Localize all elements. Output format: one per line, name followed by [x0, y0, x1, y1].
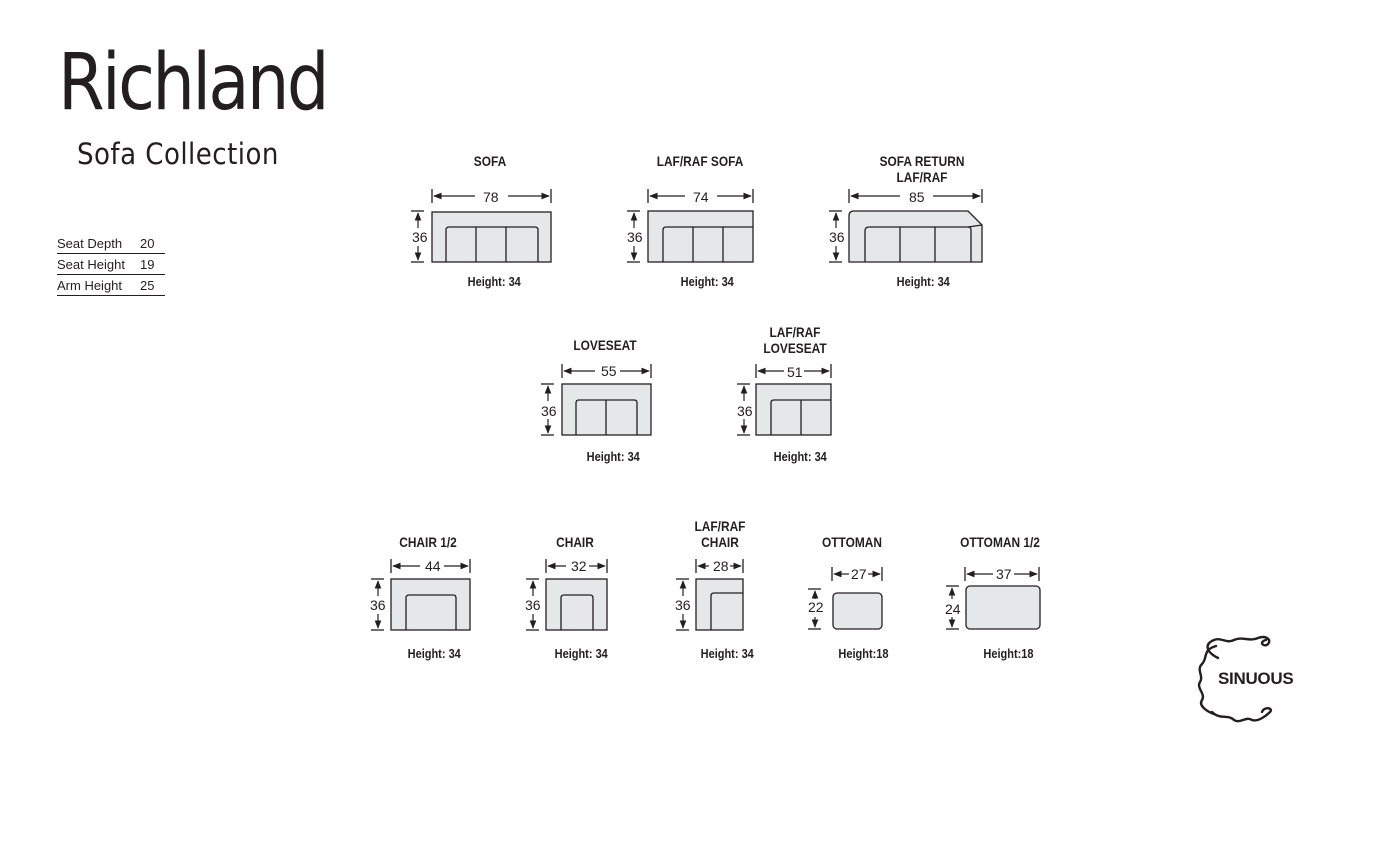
laf-raf-chair-width: 28 [712, 558, 730, 574]
chair-title: CHAIR [556, 534, 594, 550]
chair-depth: 36 [525, 597, 541, 613]
laf-raf-sofa-title: LAF/RAF SOFA [656, 153, 744, 169]
loveseat-width: 55 [600, 363, 618, 379]
laf-raf-sofa-height: Height: 34 [680, 275, 734, 289]
laf-raf-sofa-diagram [627, 189, 754, 263]
spec-table: Seat Depth 20 Seat Height 19 Arm Height … [57, 234, 165, 297]
sofa-diagram [411, 189, 552, 263]
loveseat-depth: 36 [541, 403, 557, 419]
spec-value: 25 [140, 278, 155, 293]
chair-width: 32 [570, 558, 588, 574]
sofa-return-height: Height: 34 [896, 275, 950, 289]
laf-raf-chair-title-line2: CHAIR [701, 534, 739, 550]
ottoman-half-depth: 24 [945, 601, 961, 617]
sofa-depth: 36 [412, 229, 428, 245]
ottoman-half-height: Height:18 [983, 647, 1034, 661]
chair-half-height: Height: 34 [407, 647, 461, 661]
chair-half-title: CHAIR 1/2 [399, 534, 457, 550]
ottoman-title: OTTOMAN [822, 534, 882, 550]
laf-raf-sofa-depth: 36 [627, 229, 643, 245]
sofa-return-diagram [829, 189, 983, 263]
ottoman-half-diagram [946, 567, 1041, 630]
laf-raf-loveseat-title-line1: LAF/RAF [769, 324, 821, 340]
sofa-height: Height: 34 [467, 275, 521, 289]
spec-label: Seat Depth [57, 236, 123, 251]
laf-raf-loveseat-title: LAF/RAF LOVESEAT [761, 324, 829, 356]
spec-label: Seat Height [57, 257, 125, 272]
laf-raf-chair-depth: 36 [675, 597, 691, 613]
sofa-width: 78 [482, 189, 500, 205]
sofa-title: SOFA [473, 153, 507, 169]
sinuous-spring-logo-icon [1197, 635, 1273, 723]
laf-raf-chair-title: LAF/RAF CHAIR [690, 518, 750, 550]
chair-half-width: 44 [424, 558, 442, 574]
laf-raf-loveseat-height: Height: 34 [773, 450, 827, 464]
loveseat-diagram [541, 364, 652, 436]
sofa-return-depth: 36 [829, 229, 845, 245]
chair-diagram [526, 559, 608, 631]
sofa-return-title-line2: LAF/RAF [896, 169, 948, 185]
loveseat-title: LOVESEAT [573, 337, 637, 353]
sinuous-logo-text: SINUOUS [1218, 669, 1294, 688]
brand-title: Richland [58, 38, 329, 128]
ottoman-half-width: 37 [995, 566, 1013, 582]
ottoman-half-title: OTTOMAN 1/2 [960, 534, 1040, 550]
chair-height: Height: 34 [554, 647, 608, 661]
ottoman-height: Height:18 [838, 647, 889, 661]
sofa-return-width: 85 [908, 189, 926, 205]
collection-subtitle: Sofa Collection [77, 137, 279, 171]
laf-raf-loveseat-depth: 36 [737, 403, 753, 419]
sofa-return-title-line1: SOFA RETURN [879, 153, 965, 169]
spec-label: Arm Height [57, 278, 123, 293]
laf-raf-loveseat-width: 51 [786, 364, 804, 380]
ottoman-depth: 22 [808, 599, 824, 615]
laf-raf-loveseat-title-line2: LOVESEAT [763, 340, 827, 356]
laf-raf-chair-title-line1: LAF/RAF [694, 518, 746, 534]
spec-row-arm-height: Arm Height 25 [57, 276, 165, 296]
chair-half-depth: 36 [370, 597, 386, 613]
chair-half-diagram [371, 559, 471, 631]
ottoman-width: 27 [850, 566, 868, 582]
spec-value: 20 [140, 236, 155, 251]
sofa-return-title: SOFA RETURN LAF/RAF [871, 153, 973, 185]
laf-raf-chair-height: Height: 34 [700, 647, 754, 661]
spec-row-seat-depth: Seat Depth 20 [57, 234, 165, 254]
laf-raf-sofa-width: 74 [692, 189, 710, 205]
spec-value: 19 [140, 257, 155, 272]
spec-row-seat-height: Seat Height 19 [57, 255, 165, 275]
ottoman-diagram [808, 567, 883, 630]
laf-raf-chair-diagram [676, 559, 744, 631]
loveseat-height: Height: 34 [586, 450, 640, 464]
laf-raf-loveseat-diagram [737, 364, 832, 436]
